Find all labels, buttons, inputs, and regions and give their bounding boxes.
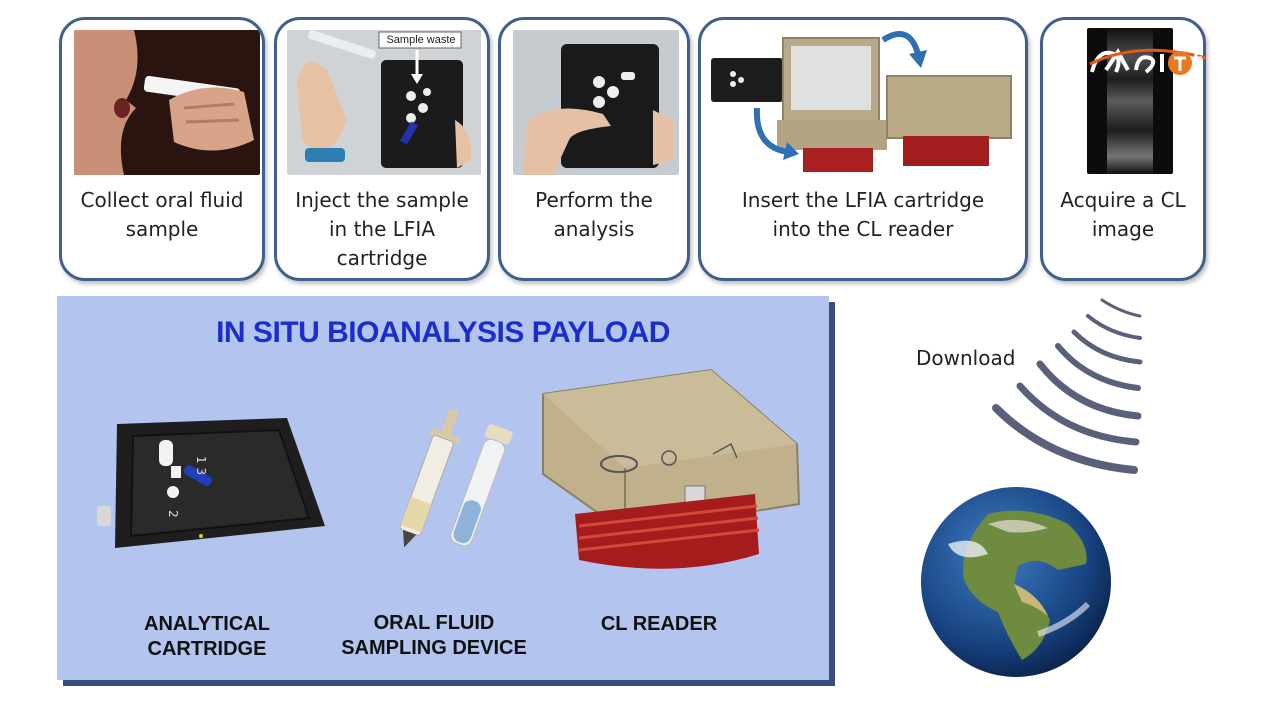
wireless-waves-icon bbox=[992, 298, 1143, 474]
item-label-sampling-device: ORAL FLUID SAMPLING DEVICE bbox=[341, 612, 527, 659]
step-label: Collect oral fluid sample bbox=[80, 188, 244, 241]
step-label: Perform the analysis bbox=[535, 188, 653, 241]
photo-inject-sample: Sample waste bbox=[287, 30, 481, 175]
step-card-collect: Collect oral fluid sample bbox=[59, 17, 265, 281]
payload-panel: IN SITU BIOANALYSIS PAYLOAD 1 3 2 bbox=[57, 296, 829, 680]
download-label: Download bbox=[916, 346, 1016, 370]
panel-title: IN SITU BIOANALYSIS PAYLOAD bbox=[216, 316, 670, 349]
oral-fluid-device-illustration bbox=[399, 408, 513, 548]
asi-logo-icon bbox=[1089, 48, 1207, 75]
curved-arrow-icon bbox=[753, 107, 790, 155]
photo-insert-cartridge bbox=[707, 28, 1023, 174]
step-card-inject: Sample waste Inject the sample in the LF… bbox=[274, 17, 490, 281]
photo-collect-sample bbox=[74, 30, 260, 175]
svg-text:2: 2 bbox=[166, 510, 180, 518]
photo-perform-analysis bbox=[513, 30, 679, 175]
photo-cl-image bbox=[1087, 28, 1173, 174]
analytical-cartridge-illustration: 1 3 2 bbox=[97, 418, 325, 548]
svg-text:1 3: 1 3 bbox=[194, 456, 208, 475]
step-card-analysis: Perform the analysis bbox=[498, 17, 690, 281]
step-label: Insert the LFIA cartridge into the CL re… bbox=[741, 188, 985, 241]
sample-waste-callout: Sample waste bbox=[386, 34, 456, 46]
step-label: Inject the sample in the LFIA cartridge bbox=[295, 188, 469, 270]
item-label-cl-reader: CL READER bbox=[600, 613, 718, 635]
earth-globe-icon bbox=[921, 487, 1111, 677]
step-label: Acquire a CL image bbox=[1060, 188, 1186, 241]
cl-reader-illustration bbox=[542, 368, 801, 569]
step-card-insert: Insert the LFIA cartridge into the CL re… bbox=[698, 17, 1028, 281]
item-label-cartridge: ANALYTICAL CARTRIDGE bbox=[144, 613, 270, 660]
